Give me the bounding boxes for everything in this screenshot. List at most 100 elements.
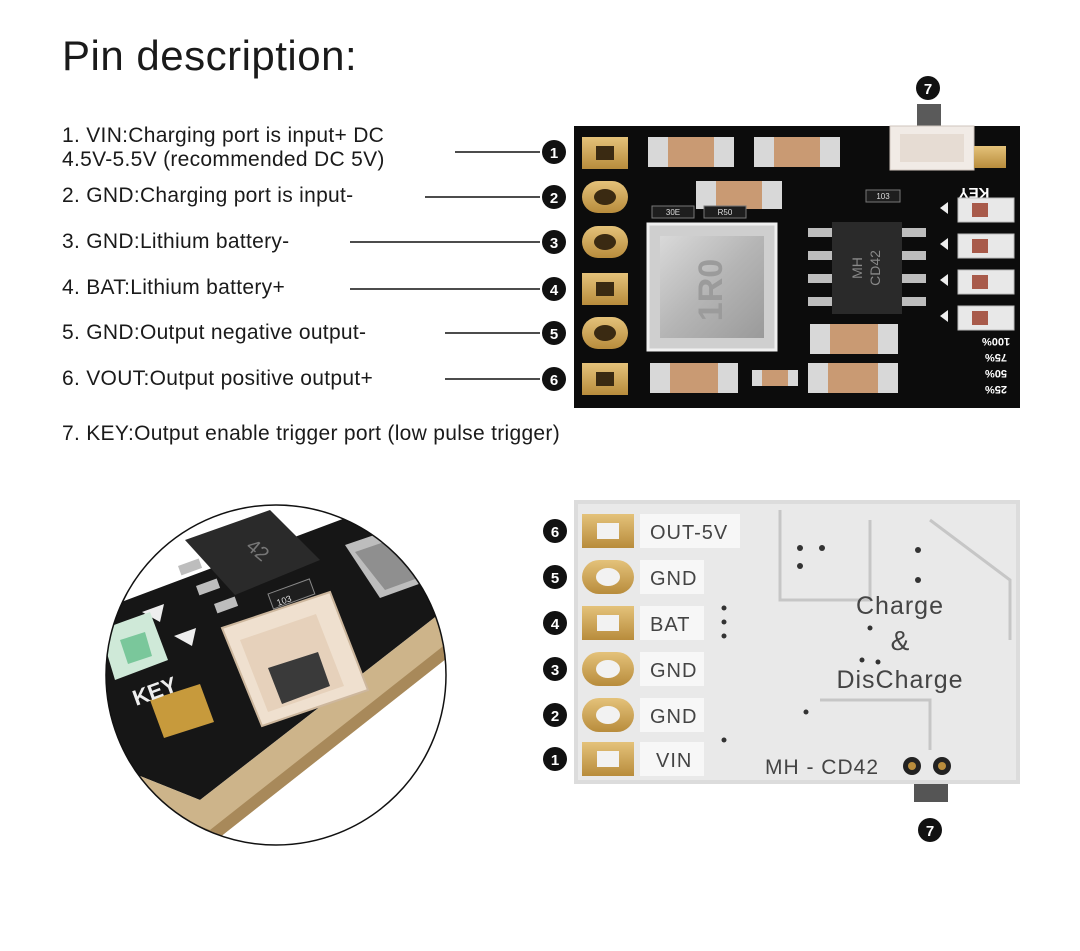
cap-small [752,370,798,386]
pin-desc-4: 4. BAT:Lithium battery+ [62,276,286,299]
pin-bullet-6-num: 6 [550,372,558,389]
pin-desc-1-line1: 1. VIN:Charging port is input+ DC [62,124,385,147]
bottom-label-out5v: OUT-5V [650,522,728,544]
top-pad-6 [582,363,628,395]
bottom-bullet-3: 3 [543,657,567,681]
bottom-board: OUT-5V GND BAT GND GND [574,500,1020,802]
pin-bullet-1: 1 [542,140,566,164]
pin-bullet-4-num: 4 [550,282,559,299]
pin-bullets-top: 1 2 3 4 5 6 7 [542,76,940,391]
pin-desc-6: 6. VOUT:Output positive output+ [62,367,374,390]
key-label: KEY [959,184,990,201]
bottom-bullet-1-num: 1 [551,752,559,769]
inductor: 1R0 [646,222,778,352]
bottom-pin-row-gnd-3: GND [582,652,704,686]
pin-bullet-4: 4 [542,277,566,301]
bottom-pads: OUT-5V GND BAT GND GND [582,514,740,776]
logo-discharge: DisCharge [836,666,963,694]
bottom-bullet-2: 2 [543,703,567,727]
pin-desc-7: 7. KEY:Output enable trigger port (low p… [62,422,560,445]
res-label-b: R50 [718,208,733,217]
pin-bullet-5: 5 [542,321,566,345]
led-4 [940,305,1015,331]
cap-a [648,137,734,167]
level-leds [940,197,1015,331]
pin-bullet-5-num: 5 [550,326,558,343]
chip-text-line2: CD42 [867,250,883,286]
res-label-c: 103 [876,192,890,201]
pin-desc-3: 3. GND:Lithium battery- [62,230,290,253]
pin-bullet-3: 3 [542,230,566,254]
switch-holes [903,757,951,775]
leader-lines [350,151,540,380]
level-label-50: 50% [985,367,1007,379]
led-3 [940,269,1015,295]
cap-d [810,324,898,354]
bottom-label-gnd-2: GND [650,706,697,728]
cap-f [808,363,898,393]
vias [721,545,921,743]
model-label: MH - CD42 [765,756,879,779]
bottom-bullet-3-num: 3 [551,662,559,679]
pin-bullets-bottom: 6 5 4 3 2 1 7 [543,519,942,842]
led-2 [940,233,1015,259]
pin-bullet-3-num: 3 [550,235,558,252]
top-pad-5 [582,317,628,349]
led-1 [940,197,1015,223]
cap-e [650,363,738,393]
bottom-pin-row-out5v: OUT-5V [582,514,740,548]
bottom-pin-row-gnd-5: GND [582,560,704,594]
closeup-circle-border [105,504,447,846]
pin-bullet-2-num: 2 [550,190,558,207]
top-board: 30E R50 103 1R0 MH CD42 [574,104,1020,408]
closeup-photo: 42 103 KEY [105,504,447,846]
cap-b [754,137,840,167]
bottom-label-vin: VIN [656,750,692,772]
bottom-bullet-6-num: 6 [551,524,559,541]
top-pad-3 [582,226,628,258]
level-label-100: 100% [982,335,1010,347]
level-labels: 100% 75% 50% 25% [982,335,1010,395]
pin-bullet-7-top-num: 7 [924,81,932,98]
top-board-pads [582,137,628,395]
logo-ampersand: & [891,625,910,656]
pin-desc-5: 5. GND:Output negative output- [62,321,367,344]
bottom-label-bat: BAT [650,614,690,636]
bottom-bullet-4-num: 4 [551,616,560,633]
bottom-key-switch [914,784,948,802]
top-board-resistors: 30E R50 103 [651,189,901,219]
pin-desc-1: 1. VIN:Charging port is input+ DC 4.5V-5… [62,124,385,172]
bottom-bullet-6: 6 [543,519,567,543]
level-label-25: 25% [985,383,1007,395]
key-switch: KEY [889,104,1006,201]
bottom-bullet-7: 7 [918,818,942,842]
bottom-pin-row-gnd-2: GND [582,698,704,732]
top-pad-4 [582,273,628,305]
bottom-bullet-4: 4 [543,611,567,635]
bottom-label-gnd-5: GND [650,568,697,590]
pin-desc-1-line2: 4.5V-5.5V (recommended DC 5V) [62,148,385,171]
page-title: Pin description: [62,32,358,79]
bottom-pin-row-vin: VIN [582,742,704,776]
bottom-bullet-1: 1 [543,747,567,771]
level-label-75: 75% [985,351,1007,363]
top-board-capacitors [648,137,898,393]
pin-bullet-1-num: 1 [550,145,558,162]
pin-desc-2: 2. GND:Charging port is input- [62,184,354,207]
cap-c [696,181,782,209]
pin-bullet-6: 6 [542,367,566,391]
top-pad-1 [582,137,628,169]
bottom-pin-row-bat: BAT [582,606,704,640]
cd42-chip: MH CD42 [808,222,926,314]
bottom-bullet-7-num: 7 [926,823,934,840]
bottom-label-gnd-3: GND [650,660,697,682]
res-label-a: 30E [666,208,680,217]
top-pad-2 [582,181,628,213]
bottom-bullet-5: 5 [543,565,567,589]
logo-charge: Charge [856,592,944,620]
bottom-bullet-2-num: 2 [551,708,559,725]
pin-bullet-2: 2 [542,185,566,209]
bottom-bullet-5-num: 5 [551,570,559,587]
inductor-label: 1R0 [692,259,730,321]
